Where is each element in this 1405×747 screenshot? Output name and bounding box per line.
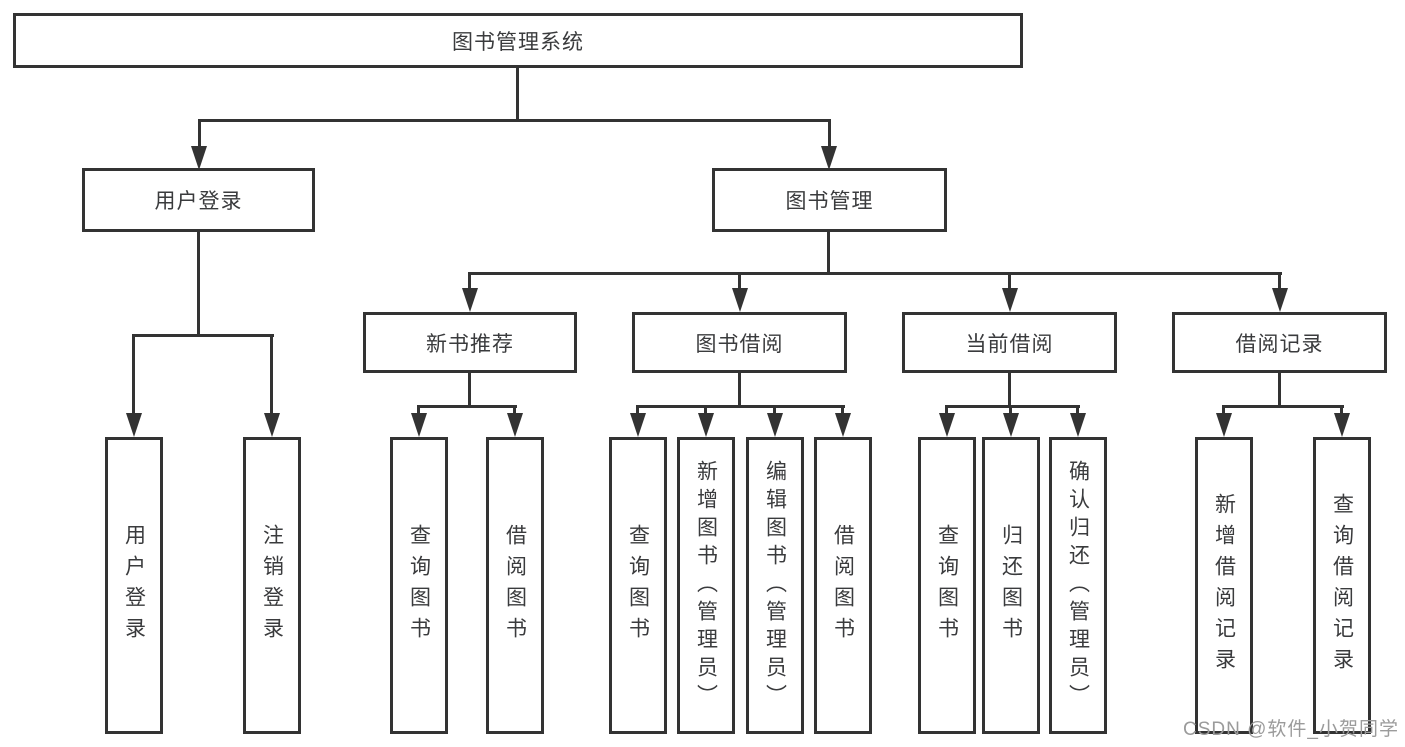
connector-line <box>1008 272 1011 292</box>
node-label: 用户登录 <box>122 523 146 648</box>
arrow-down-icon <box>1272 288 1288 312</box>
node-label: 图书借阅 <box>695 332 784 356</box>
leaf-records-query-record: 查询借阅记录 <box>1313 437 1371 734</box>
leaf-borrow-edit-books-admin: 编辑图书（管理员） <box>746 437 804 734</box>
node-user-login: 用户登录 <box>82 168 315 232</box>
connector-line <box>738 272 741 292</box>
connector-line <box>418 405 517 408</box>
arrow-down-icon <box>507 413 523 437</box>
arrow-down-icon <box>698 413 714 437</box>
connector-line <box>270 334 273 416</box>
csdn-watermark: CSDN @软件_小贺同学 <box>1183 719 1399 740</box>
arrow-down-icon <box>462 288 478 312</box>
connector-line <box>133 334 274 337</box>
connector-line <box>636 405 639 417</box>
leaf-logout: 注销登录 <box>243 437 301 734</box>
node-label: 归还图书 <box>999 523 1023 648</box>
arrow-down-icon <box>191 146 207 170</box>
arrow-down-icon <box>1070 413 1086 437</box>
node-label: 新增借阅记录 <box>1212 492 1236 679</box>
node-book-management: 图书管理 <box>712 168 947 232</box>
leaf-current-query-books: 查询图书 <box>918 437 976 734</box>
arrow-down-icon <box>630 413 646 437</box>
leaf-recommend-query-books: 查询图书 <box>390 437 448 734</box>
arrow-down-icon <box>126 413 142 437</box>
arrow-down-icon <box>1002 288 1018 312</box>
connector-line <box>468 371 471 408</box>
node-label: 新书推荐 <box>426 332 514 356</box>
connector-line <box>197 230 200 336</box>
arrow-down-icon <box>835 413 851 437</box>
connector-line <box>132 334 135 416</box>
arrow-down-icon <box>1216 413 1232 437</box>
connector-line <box>1278 371 1281 408</box>
arrow-down-icon <box>821 146 837 170</box>
node-label: 确认归还（管理员） <box>1066 459 1090 712</box>
leaf-user-login: 用户登录 <box>105 437 163 734</box>
node-label: 查询借阅记录 <box>1330 492 1354 679</box>
connector-line <box>516 66 519 122</box>
connector-line <box>513 405 516 417</box>
arrow-down-icon <box>264 413 280 437</box>
node-new-book-recommendation: 新书推荐 <box>363 312 577 373</box>
node-label: 注销登录 <box>260 523 284 648</box>
arrow-down-icon <box>939 413 955 437</box>
connector-line <box>946 405 1080 408</box>
node-borrowing-records: 借阅记录 <box>1172 312 1387 373</box>
arrow-down-icon <box>411 413 427 437</box>
connector-line <box>198 119 831 122</box>
leaf-current-confirm-return-admin: 确认归还（管理员） <box>1049 437 1107 734</box>
node-label: 查询图书 <box>935 523 959 648</box>
connector-line <box>828 119 831 152</box>
node-library-system: 图书管理系统 <box>13 13 1023 68</box>
leaf-recommend-borrow-books: 借阅图书 <box>486 437 544 734</box>
connector-line <box>1340 405 1343 417</box>
node-label: 用户登录 <box>154 190 243 213</box>
arrow-down-icon <box>1003 413 1019 437</box>
connector-line <box>1009 405 1012 417</box>
connector-line <box>1222 405 1225 417</box>
leaf-records-add-record: 新增借阅记录 <box>1195 437 1253 734</box>
connector-line <box>1223 405 1344 408</box>
connector-line <box>704 405 707 417</box>
connector-line <box>1008 371 1011 408</box>
leaf-current-return-books: 归还图书 <box>982 437 1040 734</box>
node-label: 当前借阅 <box>965 332 1054 356</box>
node-label: 图书管理系统 <box>452 30 584 54</box>
arrow-down-icon <box>767 413 783 437</box>
node-label: 查询图书 <box>407 523 431 648</box>
connector-line <box>841 405 844 417</box>
connector-line <box>198 119 201 152</box>
arrow-down-icon <box>732 288 748 312</box>
arrow-down-icon <box>1334 413 1350 437</box>
connector-line <box>1076 405 1079 417</box>
leaf-borrow-add-books-admin: 新增图书（管理员） <box>677 437 735 734</box>
leaf-borrow-query-books: 查询图书 <box>609 437 667 734</box>
node-label: 新增图书（管理员） <box>694 459 718 712</box>
node-book-borrowing: 图书借阅 <box>632 312 847 373</box>
connector-line <box>468 272 471 292</box>
node-label: 借阅记录 <box>1235 332 1324 356</box>
node-label: 查询图书 <box>626 523 650 648</box>
node-label: 借阅图书 <box>503 523 527 648</box>
connector-line <box>417 405 420 417</box>
leaf-borrow-borrow-books: 借阅图书 <box>814 437 872 734</box>
connector-line <box>637 405 845 408</box>
node-label: 借阅图书 <box>831 523 855 648</box>
node-current-borrowing: 当前借阅 <box>902 312 1117 373</box>
connector-line <box>827 230 830 275</box>
connector-line <box>945 405 948 417</box>
connector-line <box>773 405 776 417</box>
connector-line <box>1278 272 1281 292</box>
node-label: 图书管理 <box>785 190 874 213</box>
connector-line <box>469 272 1282 275</box>
node-label: 编辑图书（管理员） <box>763 459 787 712</box>
connector-line <box>738 371 741 408</box>
